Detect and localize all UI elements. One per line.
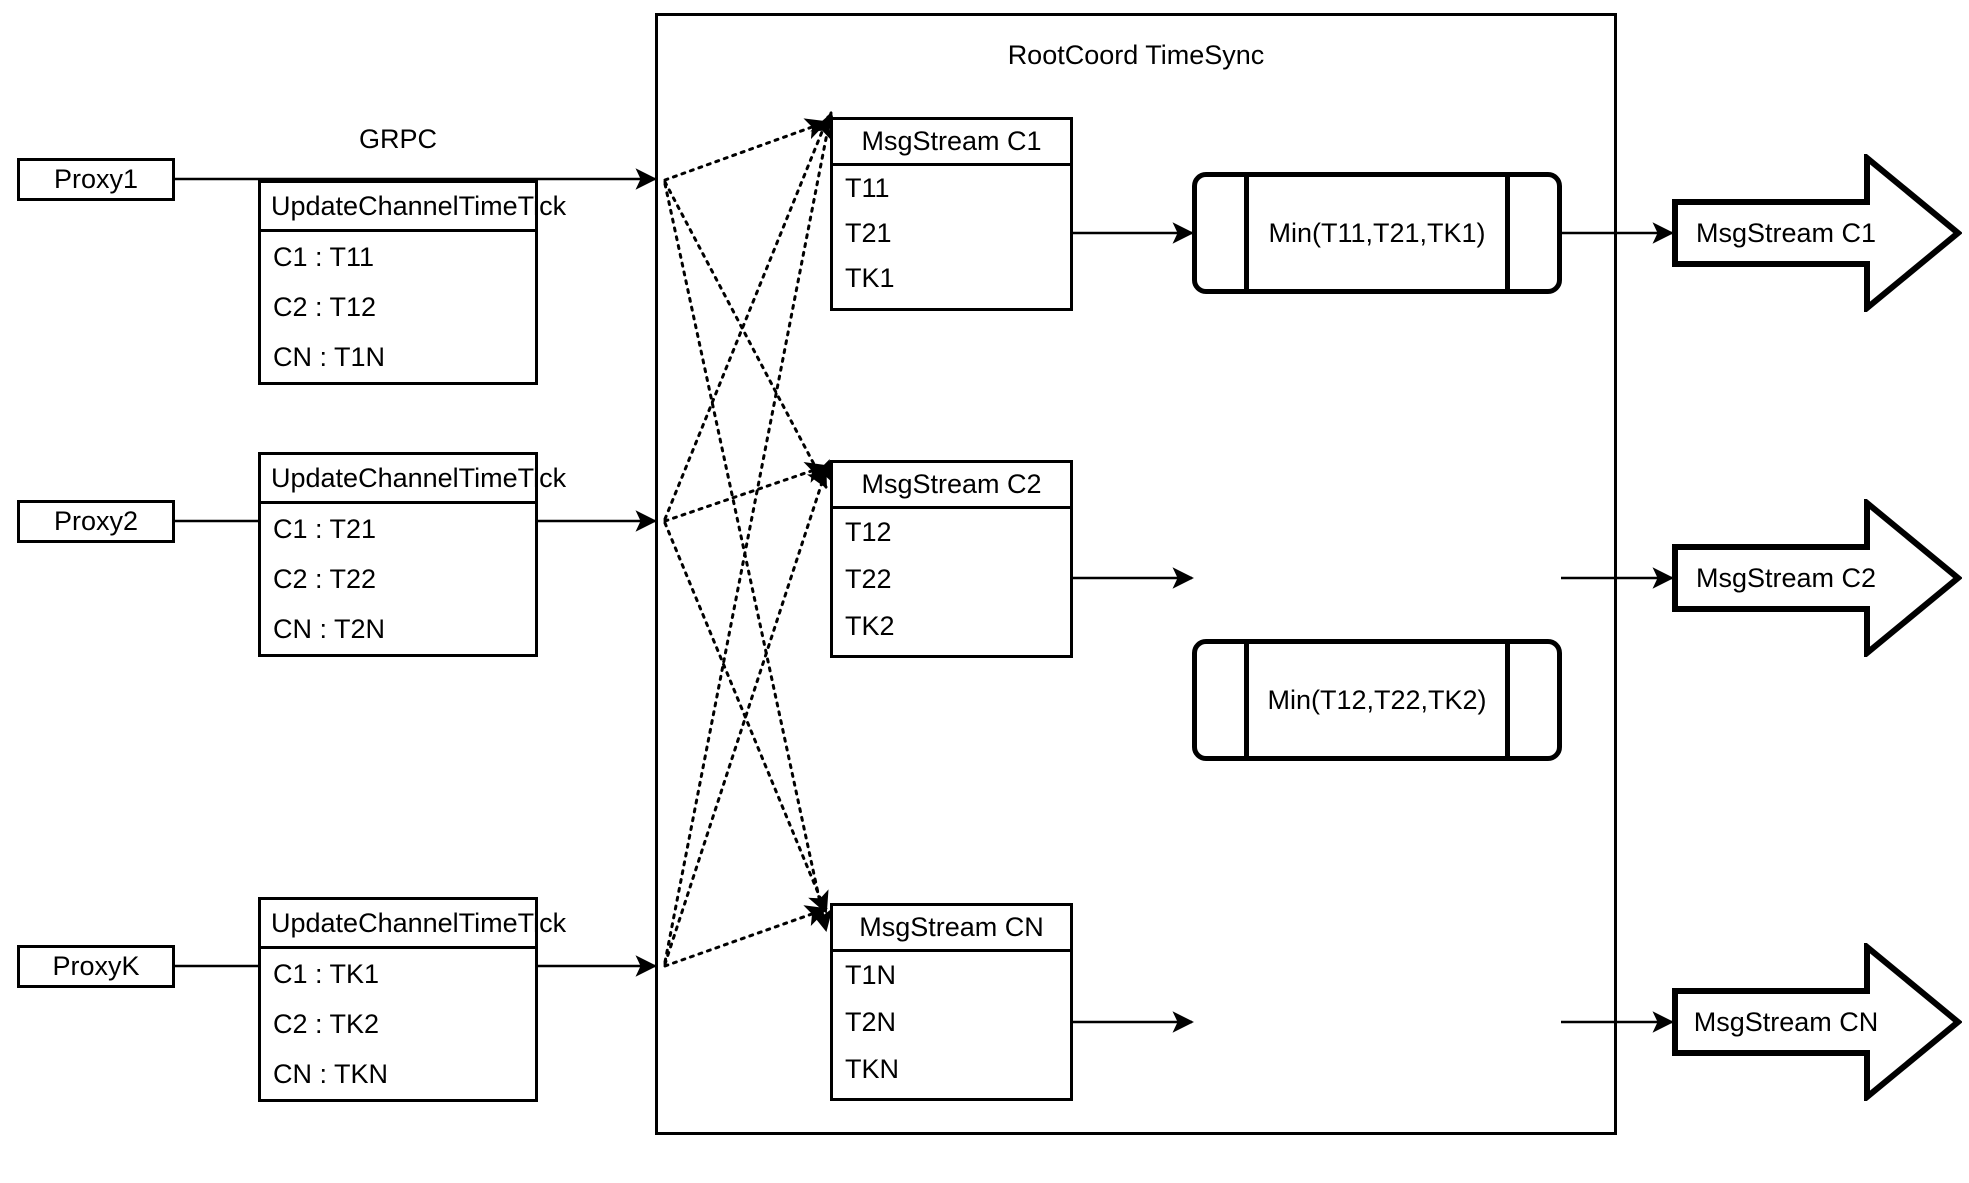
list-item: T11 — [845, 173, 890, 203]
update-channel-timetick-header-1: UpdateChannelTimeTick — [261, 183, 566, 232]
output-block-arrow-3: MsgStream CN — [1672, 943, 1962, 1101]
min-process-box-2: Min(T12,T22,TK2) — [1192, 639, 1562, 761]
update-channel-timetick-box-2: UpdateChannelTimeTick C1 : T21 C2 : T22 … — [258, 452, 566, 657]
list-item: C2 : T22 — [273, 563, 377, 594]
list-item: T22 — [845, 564, 892, 594]
msgstream-rows-2: T12 T22 TK2 — [833, 509, 1070, 655]
msgstream-rows-3: T1N T2N TKN — [833, 952, 1070, 1098]
output-block-arrow-1: MsgStream C1 — [1672, 154, 1962, 312]
msgstream-header-2: MsgStream C2 — [833, 463, 1070, 509]
msgstream-box-2: MsgStream C2 T12 T22 TK2 — [830, 460, 1073, 658]
list-item: T21 — [845, 218, 892, 248]
list-item: CN : T1N — [273, 341, 386, 372]
list-item: C2 : TK2 — [273, 1008, 380, 1039]
update-channel-timetick-rows-1: C1 : T11 C2 : T12 CN : T1N — [261, 232, 535, 382]
list-item: TKN — [845, 1054, 899, 1084]
msgstream-header-1: MsgStream C1 — [833, 120, 1070, 166]
rootcoord-timesync-container — [655, 13, 1617, 1135]
list-item: T2N — [845, 1007, 897, 1037]
proxy-box-1[interactable]: Proxy1 — [17, 158, 175, 201]
update-channel-timetick-rows-3: C1 : TK1 C2 : TK2 CN : TKN — [261, 949, 535, 1099]
proc-divider-right — [1505, 172, 1510, 294]
output-block-arrow-label-1: MsgStream C1 — [1695, 217, 1877, 248]
proxy-box-3[interactable]: ProxyK — [17, 945, 175, 988]
proc-divider-left — [1244, 639, 1249, 761]
list-item: CN : TKN — [273, 1058, 389, 1089]
msgstream-header-3: MsgStream CN — [833, 906, 1070, 952]
list-item: CN : T2N — [273, 613, 386, 644]
min-process-label-2: Min(T12,T22,TK2) — [1267, 684, 1487, 715]
proxy-label: Proxy2 — [53, 506, 139, 536]
output-block-arrow-label-3: MsgStream CN — [1693, 1006, 1879, 1037]
msgstream-box-3: MsgStream CN T1N T2N TKN — [830, 903, 1073, 1101]
list-item: C2 : T12 — [273, 291, 377, 322]
msgstream-box-1: MsgStream C1 T11 T21 TK1 — [830, 117, 1073, 311]
list-item: C1 : TK1 — [273, 958, 380, 989]
min-process-label-1: Min(T11,T21,TK1) — [1268, 217, 1486, 248]
rootcoord-timesync-title: RootCoord TimeSync — [1007, 40, 1265, 70]
proxy-box-2[interactable]: Proxy2 — [17, 500, 175, 543]
proxy-label: Proxy1 — [53, 164, 139, 194]
update-channel-timetick-header-2: UpdateChannelTimeTick — [261, 455, 566, 504]
list-item: T1N — [845, 960, 897, 990]
update-channel-timetick-rows-2: C1 : T21 C2 : T22 CN : T2N — [261, 504, 535, 654]
proc-divider-left — [1244, 172, 1249, 294]
list-item: TK2 — [845, 611, 895, 641]
list-item: C1 : T21 — [273, 513, 377, 544]
list-item: T12 — [845, 517, 892, 547]
list-item: C1 : T11 — [273, 241, 375, 272]
update-channel-timetick-box-3: UpdateChannelTimeTick C1 : TK1 C2 : TK2 … — [258, 897, 566, 1102]
update-channel-timetick-header-3: UpdateChannelTimeTick — [261, 900, 566, 949]
output-block-arrow-2: MsgStream C2 — [1672, 499, 1962, 657]
update-channel-timetick-box-1: UpdateChannelTimeTick C1 : T11 C2 : T12 … — [258, 180, 566, 385]
proxy-label: ProxyK — [52, 951, 140, 981]
min-process-box-1: Min(T11,T21,TK1) — [1192, 172, 1562, 294]
msgstream-rows-1: T11 T21 TK1 — [833, 166, 1070, 308]
list-item: TK1 — [845, 263, 895, 293]
proc-divider-right — [1505, 639, 1510, 761]
grpc-label-1: GRPC — [358, 124, 437, 154]
output-block-arrow-label-2: MsgStream C2 — [1695, 562, 1877, 593]
